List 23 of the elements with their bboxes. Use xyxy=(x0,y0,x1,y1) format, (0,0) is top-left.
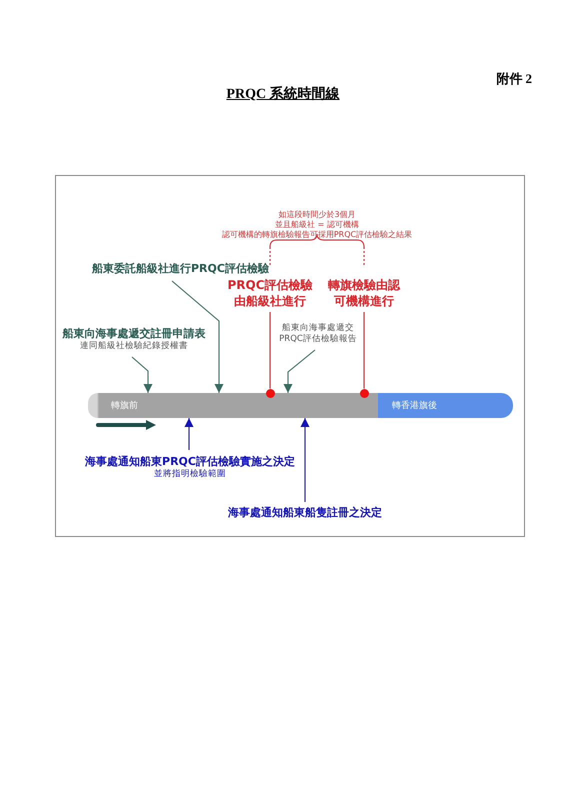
arrow xyxy=(172,280,224,394)
note-text: 連同船級社檢驗紀錄授權書 xyxy=(79,341,189,352)
title: PRQC 系統時間線 xyxy=(225,85,341,103)
step-label: 船東向海事處遞交註冊申請表 xyxy=(61,327,206,341)
condition-note: 並且船級社 = 認可機構 xyxy=(274,219,360,230)
arrow xyxy=(300,418,310,502)
timeline-bar: 轉香港旗後 xyxy=(378,393,513,418)
milestone-dot xyxy=(360,388,368,398)
inspection-label: 轉旗檢驗由認可機構進行 xyxy=(320,278,408,310)
decision-label: 海事處通知船東船隻註冊之決定 xyxy=(200,506,410,520)
arrow xyxy=(184,418,194,450)
note-text: 並將指明檢驗範圍 xyxy=(153,469,227,480)
arrow xyxy=(284,350,316,394)
inspection-label: PRQC評估檢驗由船級社進行 xyxy=(227,278,313,310)
milestone-dot xyxy=(266,388,274,398)
condition-note: 如這段時間少於3個月 xyxy=(277,209,357,220)
annex-number: 附件 2 xyxy=(495,70,532,88)
decision-label: 海事處通知船東PRQC評估檢驗實施之決定 xyxy=(84,455,296,469)
step-label: 船東委託船級社進行PRQC評估檢驗 xyxy=(92,262,292,276)
timeline-bar: 轉旗前 xyxy=(88,393,378,418)
step-label: 船東向海事處遞交PRQC評估檢驗報告 xyxy=(276,323,360,346)
condition-note: 認可機構的轉旗檢驗報告可採用PRQC評估檢驗之結果 xyxy=(220,229,414,240)
arrow xyxy=(132,356,152,394)
